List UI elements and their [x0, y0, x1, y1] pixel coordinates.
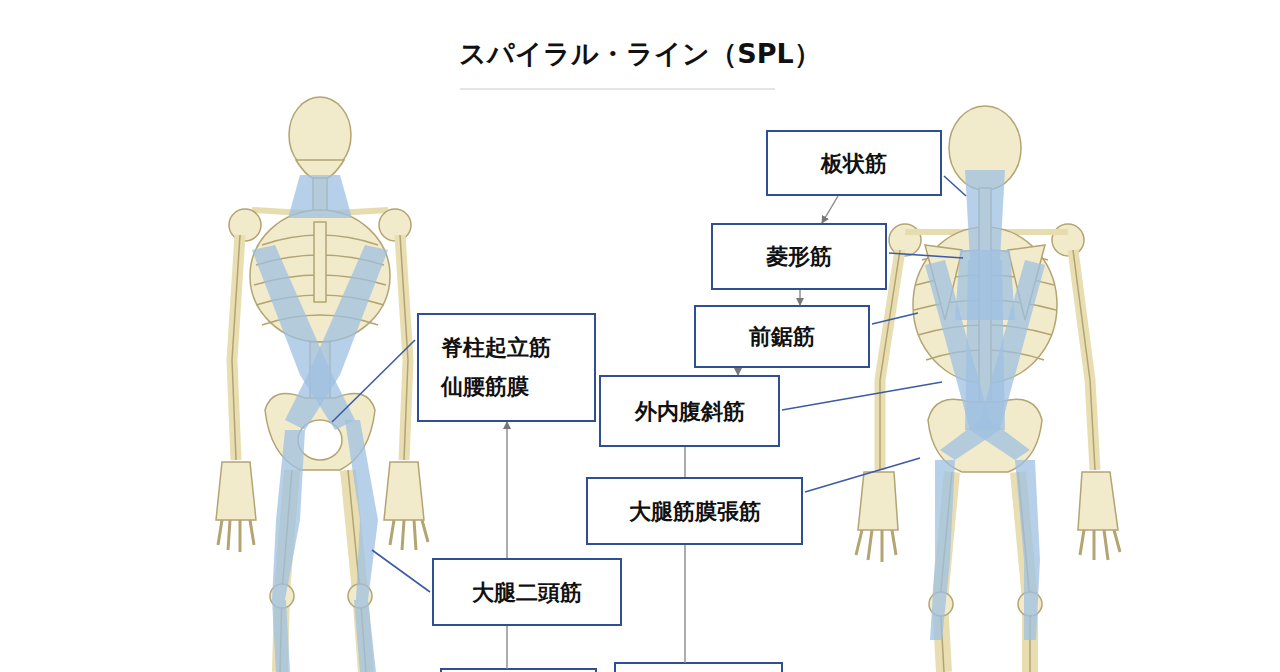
flow-arrow [506, 422, 507, 558]
muscle-box: 菱形筋 [711, 223, 887, 290]
muscle-name: 菱形筋 [766, 240, 832, 273]
muscle-box: 大腿筋膜張筋 [586, 477, 803, 545]
flow-arrow [822, 196, 838, 223]
muscle-name: 前鋸筋 [749, 320, 815, 353]
muscle-box: 前鋸筋 [694, 305, 870, 368]
flow-arrow [684, 447, 685, 477]
muscle-box: 脊柱起立筋仙腰筋膜 [417, 313, 596, 422]
muscle-name: 板状筋 [821, 147, 887, 180]
muscle-name: 大腿二頭筋 [472, 576, 582, 609]
muscle-name: 外内腹斜筋 [635, 395, 745, 428]
flow-arrow [737, 368, 738, 375]
muscle-name: 大腿筋膜張筋 [629, 495, 761, 528]
muscle-box: 板状筋 [766, 130, 942, 196]
muscle-name: 脊柱起立筋 [441, 329, 551, 368]
flow-arrow [799, 290, 800, 305]
muscle-name: 仙腰筋膜 [441, 368, 529, 407]
muscle-box: 外内腹斜筋 [599, 375, 780, 447]
diagram-title: スパイラル・ライン（SPL） [0, 36, 1280, 72]
muscle-box: 大腿二頭筋 [432, 558, 622, 626]
